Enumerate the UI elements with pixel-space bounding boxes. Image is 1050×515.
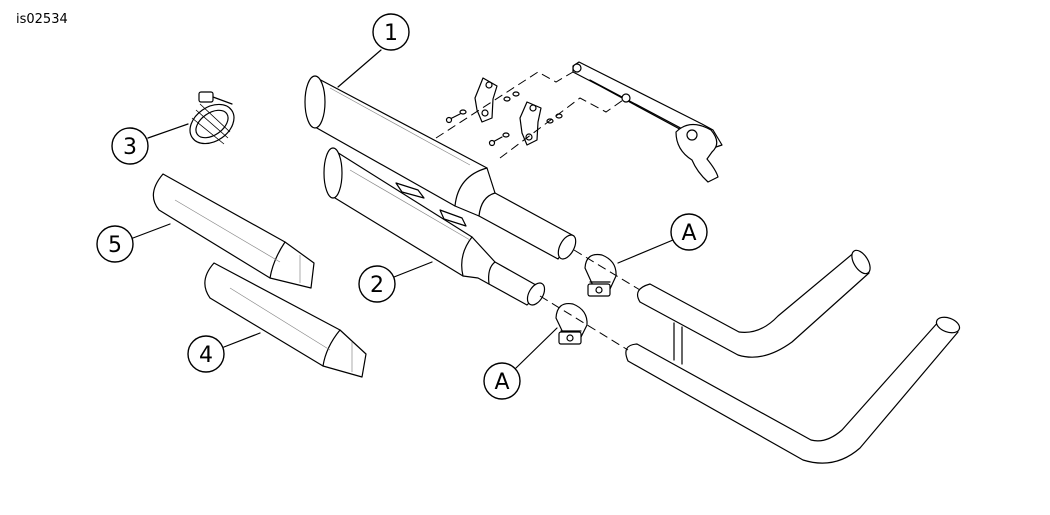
fasteners [445, 91, 563, 147]
muffler-lower [323, 147, 546, 306]
exhaust-clamp-lower [555, 302, 588, 345]
mounting-bracket [572, 61, 723, 183]
callout-3: 3 [111, 127, 149, 165]
callout-1: 1 [372, 13, 410, 51]
callout-a-lower: A [483, 362, 521, 400]
illustration-code: is02534 [16, 12, 68, 27]
callout-2: 2 [358, 265, 396, 303]
callout-2-label: 2 [370, 273, 384, 298]
callout-a-upper-label: A [681, 221, 696, 246]
assembly-lines [435, 71, 641, 351]
muffler-upper [304, 75, 577, 260]
callout-4: 4 [187, 335, 225, 373]
callout-3-label: 3 [123, 135, 137, 160]
callout-4-label: 4 [199, 343, 213, 368]
callout-1-label: 1 [384, 21, 398, 46]
leader-lines [132, 49, 674, 369]
callout-a-upper: A [670, 213, 708, 251]
callout-5-label: 5 [108, 233, 122, 258]
exhaust-clamp-upper [584, 253, 617, 297]
callout-5: 5 [96, 225, 134, 263]
small-bracket-lower [519, 101, 542, 146]
hose-clamp [189, 91, 235, 145]
heat-shield-lower [204, 262, 367, 378]
small-bracket-upper [474, 77, 498, 123]
heat-shield-upper [152, 173, 315, 289]
callout-a-lower-label: A [494, 370, 509, 395]
head-pipes [625, 249, 961, 464]
